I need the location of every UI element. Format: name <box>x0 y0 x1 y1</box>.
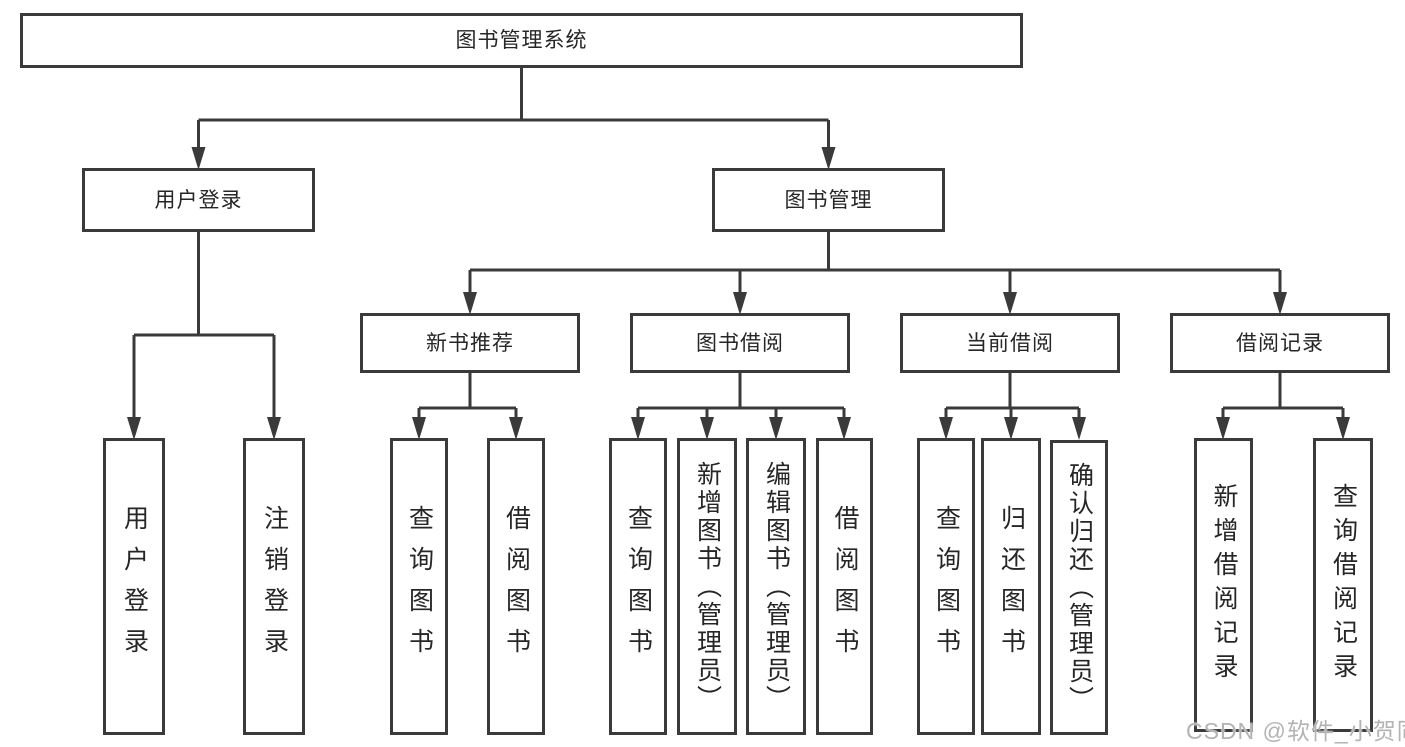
node-user-login: 用户登录 <box>82 168 315 232</box>
node-library-system: 图书管理系统 <box>20 13 1023 68</box>
leaf-return-books: 归还图书 <box>981 438 1041 735</box>
node-new-book-recommend: 新书推荐 <box>360 313 580 373</box>
leaf-borrow-books: 借阅图书 <box>487 438 545 735</box>
leaf-confirm-return-admin: 确认归还（管理员） <box>1050 440 1108 735</box>
leaf-logout: 注销登录 <box>243 438 305 735</box>
leaf-edit-books-admin: 编辑图书（管理员） <box>746 438 806 735</box>
watermark: CSDN @软件_小贺同学 <box>1186 718 1405 744</box>
node-book-borrow: 图书借阅 <box>630 313 850 373</box>
leaf-add-borrow-record: 新增借阅记录 <box>1194 438 1253 732</box>
leaf-query-books: 查询图书 <box>917 438 975 735</box>
leaf-add-books-admin: 新增图书（管理员） <box>677 438 737 735</box>
node-borrow-records: 借阅记录 <box>1170 313 1390 373</box>
node-current-borrow: 当前借阅 <box>900 313 1120 373</box>
leaf-borrow-books: 借阅图书 <box>816 438 873 735</box>
leaf-query-borrow-record: 查询借阅记录 <box>1313 438 1373 732</box>
leaf-user-login: 用户登录 <box>103 438 165 735</box>
leaf-query-books: 查询图书 <box>609 438 667 735</box>
node-book-management: 图书管理 <box>712 168 945 232</box>
leaf-query-books: 查询图书 <box>390 438 448 735</box>
